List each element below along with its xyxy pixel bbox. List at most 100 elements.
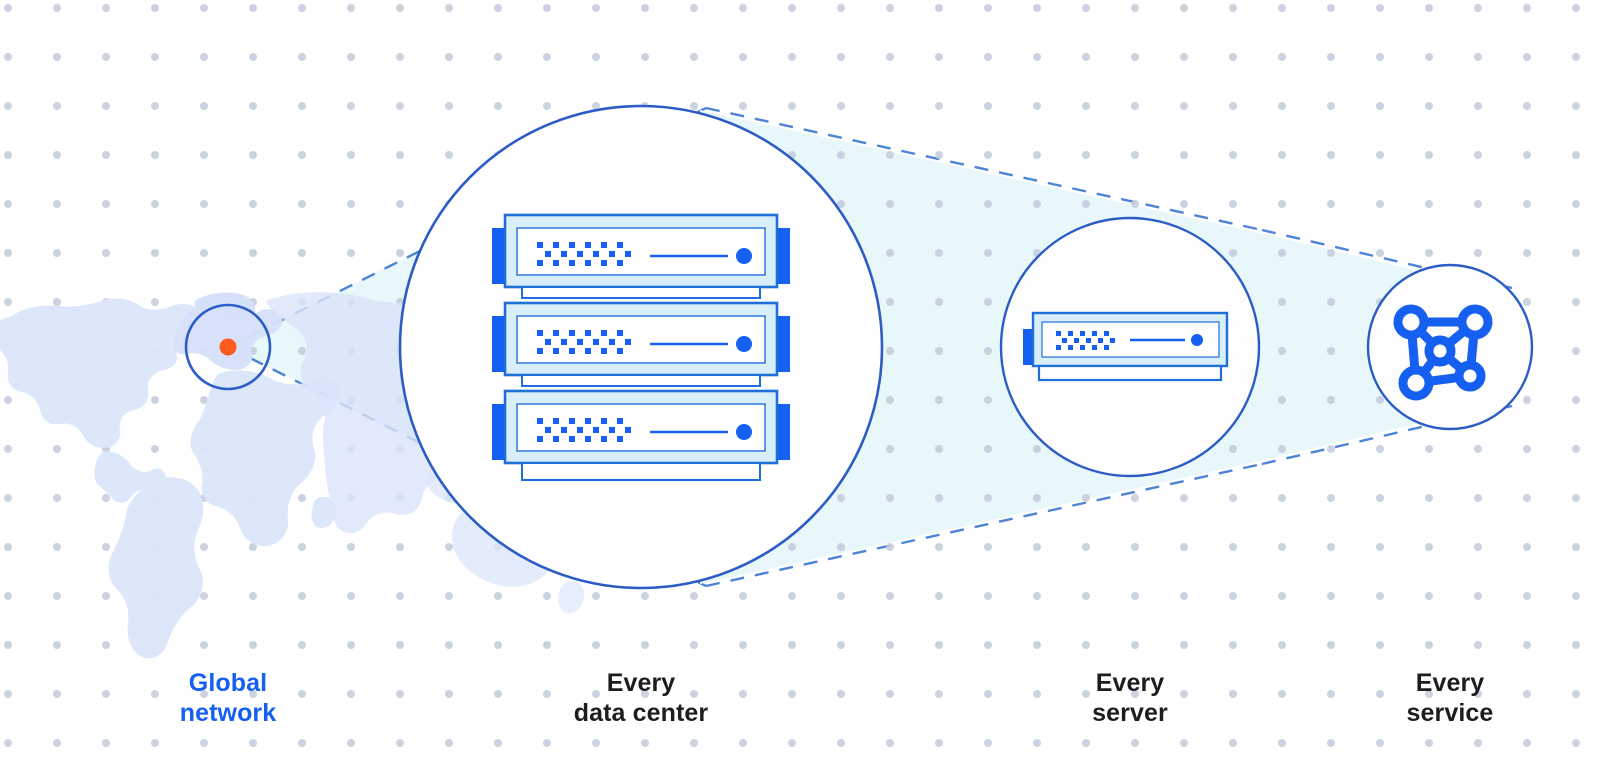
grid-dot bbox=[1229, 739, 1237, 747]
grid-dot bbox=[592, 690, 600, 698]
grid-dot bbox=[200, 102, 208, 110]
grid-dot bbox=[1474, 445, 1482, 453]
grid-dot bbox=[102, 4, 110, 12]
grid-dot bbox=[298, 690, 306, 698]
grid-dot bbox=[4, 396, 12, 404]
grid-dot bbox=[1131, 4, 1139, 12]
rack-unit-1 bbox=[492, 213, 790, 299]
grid-dot bbox=[151, 4, 159, 12]
grid-dot bbox=[4, 102, 12, 110]
grid-dot bbox=[592, 4, 600, 12]
grid-dot bbox=[249, 151, 257, 159]
grid-dot bbox=[1523, 53, 1531, 61]
grid-dot bbox=[347, 4, 355, 12]
grid-dot bbox=[1229, 102, 1237, 110]
grid-dot bbox=[690, 53, 698, 61]
grid-dot bbox=[4, 53, 12, 61]
grid-dot bbox=[739, 53, 747, 61]
grid-dot bbox=[641, 592, 649, 600]
grid-dot bbox=[445, 690, 453, 698]
grid-dot bbox=[249, 53, 257, 61]
grid-dot bbox=[396, 4, 404, 12]
grid-dot bbox=[1474, 641, 1482, 649]
grid-dot bbox=[1474, 53, 1482, 61]
grid-dot bbox=[935, 543, 943, 551]
grid-dot bbox=[249, 739, 257, 747]
server-rack-icon bbox=[492, 213, 790, 481]
grid-dot bbox=[1278, 690, 1286, 698]
grid-dot bbox=[1278, 4, 1286, 12]
grid-dot bbox=[1474, 739, 1482, 747]
grid-dot bbox=[1033, 151, 1041, 159]
grid-dot bbox=[53, 494, 61, 502]
grid-dot bbox=[1278, 200, 1286, 208]
grid-dot bbox=[151, 396, 159, 404]
grid-dot bbox=[53, 298, 61, 306]
grid-dot bbox=[1425, 592, 1433, 600]
grid-dot bbox=[102, 690, 110, 698]
grid-dot bbox=[1131, 200, 1139, 208]
grid-dot bbox=[1229, 4, 1237, 12]
grid-dot bbox=[1474, 543, 1482, 551]
grid-dot bbox=[200, 543, 208, 551]
grid-dot bbox=[1033, 494, 1041, 502]
grid-dot bbox=[102, 53, 110, 61]
grid-dot bbox=[837, 102, 845, 110]
grid-dot bbox=[984, 249, 992, 257]
grid-dot bbox=[1278, 53, 1286, 61]
grid-dot bbox=[1425, 445, 1433, 453]
grid-dot bbox=[1376, 543, 1384, 551]
grid-dot bbox=[690, 592, 698, 600]
grid-dot bbox=[1523, 4, 1531, 12]
rack-unit-3 bbox=[492, 389, 790, 481]
grid-dot bbox=[102, 151, 110, 159]
grid-dot bbox=[1082, 690, 1090, 698]
grid-dot bbox=[1474, 249, 1482, 257]
grid-dot bbox=[886, 396, 894, 404]
grid-dot bbox=[1474, 690, 1482, 698]
grid-dot bbox=[1327, 690, 1335, 698]
grid-dot bbox=[1180, 739, 1188, 747]
grid-dot bbox=[4, 690, 12, 698]
grid-dot bbox=[641, 739, 649, 747]
grid-dot bbox=[1376, 641, 1384, 649]
grid-dot bbox=[1376, 53, 1384, 61]
grid-dot bbox=[396, 249, 404, 257]
grid-dot bbox=[298, 53, 306, 61]
grid-dot bbox=[347, 249, 355, 257]
grid-dot bbox=[1572, 690, 1580, 698]
grid-dot bbox=[1327, 396, 1335, 404]
grid-dot bbox=[53, 592, 61, 600]
grid-dot bbox=[886, 4, 894, 12]
grid-dot bbox=[445, 151, 453, 159]
grid-dot bbox=[1180, 53, 1188, 61]
grid-dot bbox=[4, 4, 12, 12]
grid-dot bbox=[4, 445, 12, 453]
grid-dot bbox=[690, 641, 698, 649]
grid-dot bbox=[1523, 690, 1531, 698]
grid-dot bbox=[200, 4, 208, 12]
grid-dot bbox=[1572, 347, 1580, 355]
grid-dot bbox=[1474, 102, 1482, 110]
grid-dot bbox=[396, 53, 404, 61]
grid-dot bbox=[102, 641, 110, 649]
grid-dot bbox=[396, 690, 404, 698]
grid-dot bbox=[1523, 298, 1531, 306]
grid-dot bbox=[1572, 592, 1580, 600]
grid-dot bbox=[4, 543, 12, 551]
grid-dot bbox=[1327, 151, 1335, 159]
grid-dot bbox=[53, 151, 61, 159]
grid-dot bbox=[592, 102, 600, 110]
grid-dot bbox=[1523, 445, 1531, 453]
grid-dot bbox=[1082, 592, 1090, 600]
grid-dot bbox=[984, 641, 992, 649]
grid-dot bbox=[1229, 200, 1237, 208]
grid-dot bbox=[788, 641, 796, 649]
grid-dot bbox=[690, 102, 698, 110]
grid-dot bbox=[1082, 151, 1090, 159]
grid-dot bbox=[543, 690, 551, 698]
grid-dot bbox=[1327, 494, 1335, 502]
grid-dot bbox=[1131, 494, 1139, 502]
grid-dot bbox=[347, 739, 355, 747]
grid-dot bbox=[347, 53, 355, 61]
